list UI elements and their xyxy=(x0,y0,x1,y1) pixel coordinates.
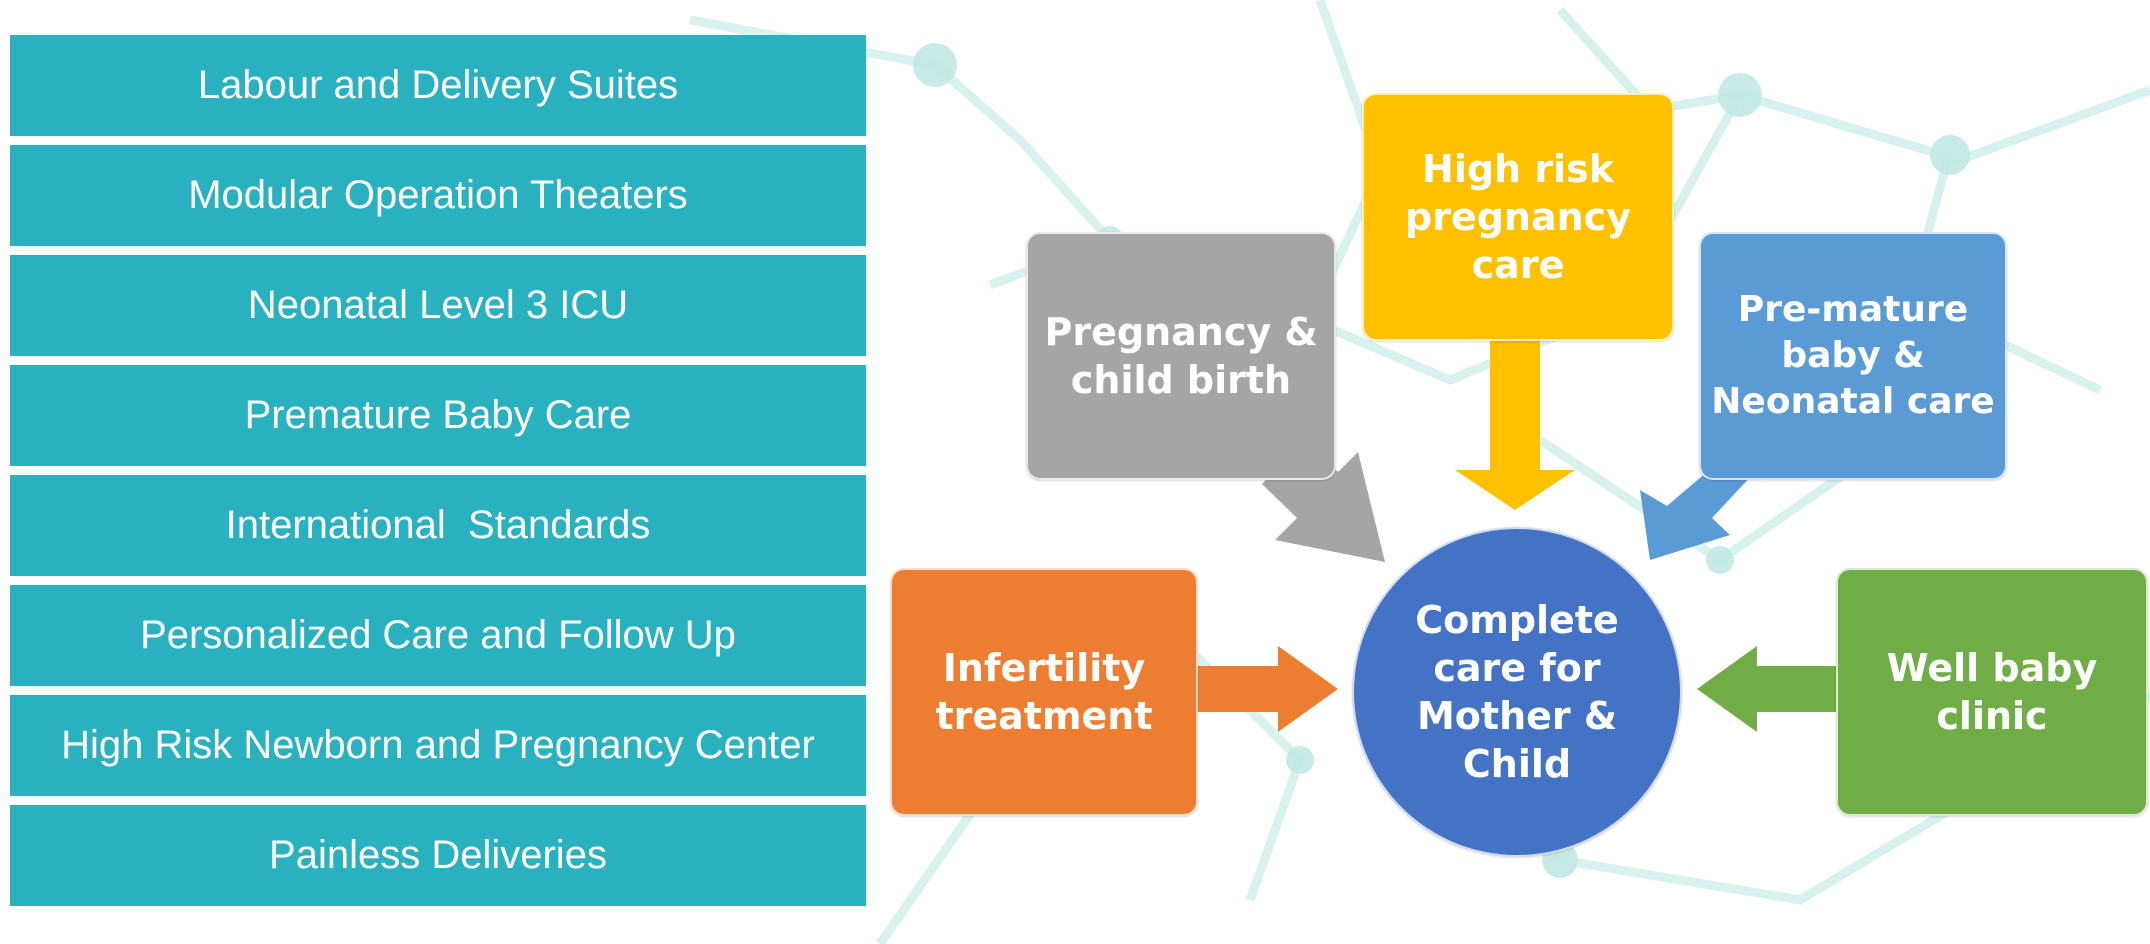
arrow-from-premature xyxy=(1640,471,1755,560)
service-item-labour-delivery: Labour and Delivery Suites xyxy=(10,35,866,136)
services-list: Labour and Delivery Suites Modular Opera… xyxy=(10,35,866,915)
service-item-neonatal-icu: Neonatal Level 3 ICU xyxy=(10,255,866,356)
node-infertility-treatment: Infertility treatment xyxy=(890,568,1198,816)
arrow-from-high-risk xyxy=(1455,335,1575,510)
node-premature-neonatal-care: Pre-mature baby & Neonatal care xyxy=(1699,232,2007,480)
service-item-painless-deliveries: Painless Deliveries xyxy=(10,805,866,906)
node-pregnancy-child-birth: Pregnancy & child birth xyxy=(1026,232,1336,480)
service-item-operation-theaters: Modular Operation Theaters xyxy=(10,145,866,246)
service-item-personalized-care: Personalized Care and Follow Up xyxy=(10,585,866,686)
arrow-from-infertility xyxy=(1196,646,1338,732)
service-item-international-standards: International Standards xyxy=(10,475,866,576)
arrow-from-well-baby xyxy=(1697,646,1836,732)
service-item-high-risk-center: High Risk Newborn and Pregnancy Center xyxy=(10,695,866,796)
service-item-premature-baby-care: Premature Baby Care xyxy=(10,365,866,466)
node-well-baby-clinic: Well baby clinic xyxy=(1836,568,2148,816)
node-high-risk-pregnancy: High risk pregnancy care xyxy=(1362,93,1674,341)
node-complete-care-center: Complete care for Mother & Child xyxy=(1352,527,1682,857)
